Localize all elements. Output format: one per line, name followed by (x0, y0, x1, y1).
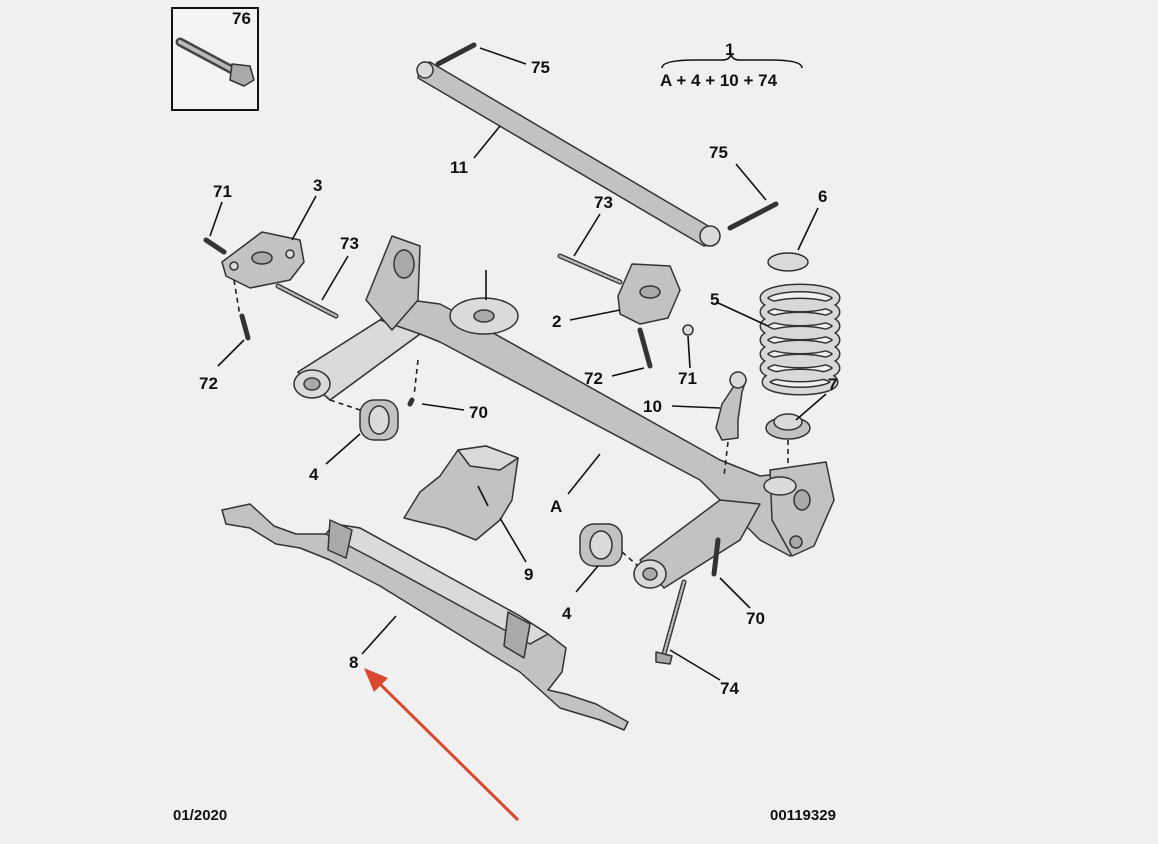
label-11: 11 (450, 158, 468, 177)
part-2-right-bracket (557, 253, 694, 369)
label-73-left: 73 (340, 234, 359, 253)
part-11-panhard-rod (416, 42, 779, 247)
part-4-bushing-right (579, 523, 639, 567)
label-71-right: 71 (678, 369, 697, 388)
assembly-formula-text: A + 4 + 10 + 74 (660, 71, 778, 90)
label-76: 76 (232, 9, 251, 28)
label-2: 2 (552, 312, 561, 331)
label-72-right: 72 (584, 369, 603, 388)
label-5: 5 (710, 290, 719, 309)
part-8-rail (221, 503, 629, 731)
part-10-link (715, 371, 747, 477)
part-3-left-bracket (203, 231, 339, 341)
date-code: 01/2020 (173, 807, 227, 824)
bolt-76-head (229, 63, 255, 87)
label-72-left: 72 (199, 374, 218, 393)
reference-number: 00119329 (770, 807, 836, 824)
label-71-left: 71 (213, 182, 232, 201)
label-7: 7 (828, 375, 837, 394)
highlight-arrow (364, 668, 520, 822)
part-5-coil-spring (759, 283, 841, 396)
label-10: 10 (643, 397, 662, 416)
label-9: 9 (524, 565, 533, 584)
inset-box-76: 76 (171, 7, 259, 111)
leader-lines (209, 47, 827, 681)
label-6: 6 (818, 187, 827, 206)
assembly-brace (661, 53, 803, 69)
label-8: 8 (349, 653, 358, 672)
part-labels: 75 11 75 6 71 3 73 73 2 5 72 72 71 70 10… (199, 58, 837, 698)
label-4-right: 4 (562, 604, 572, 623)
part-9-shield (403, 445, 519, 541)
label-70-right: 70 (746, 609, 765, 628)
label-74: 74 (720, 679, 739, 698)
part-6-spring-seat (767, 252, 809, 272)
assembly-number: 1 (725, 40, 734, 59)
part-74-bolt (655, 579, 687, 665)
label-75-top: 75 (531, 58, 550, 77)
label-A: A (550, 497, 562, 516)
part-4-bushing-left (329, 399, 399, 441)
label-73-right: 73 (594, 193, 613, 212)
label-3: 3 (313, 176, 322, 195)
label-4-left: 4 (309, 465, 319, 484)
part-A-axle-beam (293, 235, 835, 589)
label-70-left: 70 (469, 403, 488, 422)
assembly-formula: 1 A + 4 + 10 + 74 (660, 40, 803, 90)
label-75-right: 75 (709, 143, 728, 162)
